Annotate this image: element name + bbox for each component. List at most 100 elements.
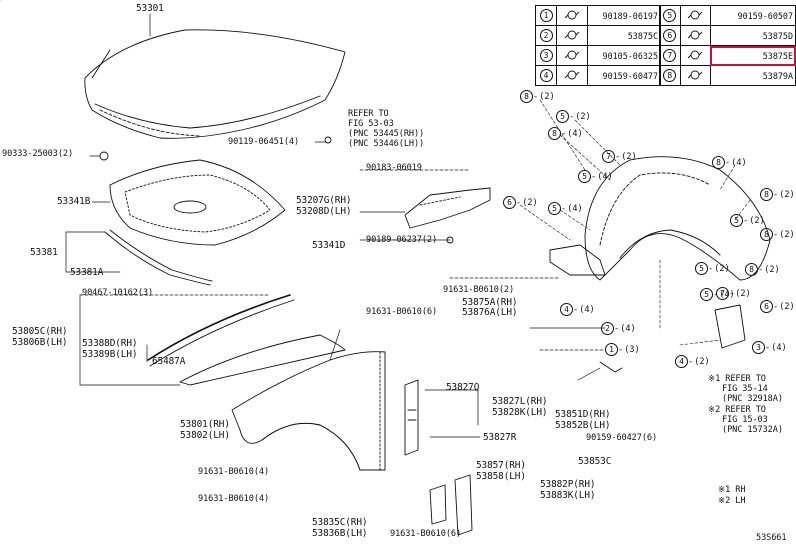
legend-part-cell: 90159-60507 <box>709 5 796 26</box>
callout-quantity: (2) <box>749 216 765 226</box>
callout: 6-(2) <box>503 196 538 209</box>
legend-number-cell: 5 <box>659 5 681 26</box>
label-53341b: 53341B <box>57 196 91 207</box>
callout-number: 5 <box>700 288 713 301</box>
callout-quantity: (2) <box>575 112 591 122</box>
label-refer-3: (PNC 53445(RH)) <box>348 129 425 139</box>
label-65487: 65487A <box>152 356 186 367</box>
callout: 8-(2) <box>760 188 795 201</box>
legend-number: 8 <box>663 69 677 82</box>
label-91631b: 91631-B0610(6) <box>366 307 438 317</box>
label-90119: 90119-06451(4) <box>228 137 300 147</box>
callout: 4-(2) <box>675 355 710 368</box>
legend-icon-cell <box>556 5 588 26</box>
label-53883: 53883K(LH) <box>540 490 596 501</box>
label-53835: 53835C(RH) <box>312 517 368 528</box>
label-53207: 53207G(RH) <box>296 195 352 206</box>
fastener-icon <box>687 50 703 59</box>
callout-quantity: (4) <box>567 204 583 214</box>
callout: 5-(2) <box>730 214 765 227</box>
legend-icon-cell <box>679 25 711 46</box>
legend-part-cell: 53875E <box>709 45 796 66</box>
fastener-icon <box>564 30 580 39</box>
note-2b: FIG 15-03 <box>722 415 768 425</box>
callout: 2-(4) <box>601 322 636 335</box>
callout: 1-(3) <box>605 343 640 356</box>
legend-part-number: 53875D <box>762 30 793 41</box>
callout-quantity: (2) <box>621 152 637 162</box>
label-53801: 53801(RH) <box>180 419 230 430</box>
callout: 5-(2) <box>556 110 591 123</box>
label-91631d: 91631-B0610(4) <box>198 494 270 504</box>
legend-number: 6 <box>663 29 677 42</box>
callout: 8-(2) <box>760 228 795 241</box>
callout-quantity: (2) <box>735 289 751 299</box>
callout-number: 8 <box>745 263 758 276</box>
callout-quantity: (2) <box>779 190 795 200</box>
fastener-icon <box>564 70 580 79</box>
note-lh: ※2 LH <box>718 496 746 506</box>
callout-number: 5 <box>730 214 743 227</box>
callout-quantity: (4) <box>579 305 595 315</box>
note-rh: ※1 RH <box>718 485 746 495</box>
label-53802: 53802(LH) <box>180 430 230 441</box>
legend-number-cell: 8 <box>659 65 681 86</box>
callout-number: 7 <box>602 150 615 163</box>
label-53388: 53388D(RH) <box>82 338 138 349</box>
legend-icon-cell <box>679 65 711 86</box>
legend-part-number: 53875E <box>762 50 793 61</box>
legend-number: 1 <box>539 9 553 22</box>
label-53208: 53208D(LH) <box>296 206 352 217</box>
callout-quantity: (4) <box>597 172 613 182</box>
diagram-code: 53S661 <box>756 533 787 543</box>
legend-number: 3 <box>539 49 553 62</box>
label-hood-seal: 90333-25003(2) <box>2 149 74 159</box>
legend-part-number: 53875C <box>627 30 658 41</box>
callout: 4-(4) <box>560 303 595 316</box>
callout: 8-(2) <box>520 90 555 103</box>
legend-icon-cell <box>679 5 711 26</box>
callout-number: 8 <box>712 156 725 169</box>
note-2a: ※2 REFER TO <box>708 405 766 415</box>
hood-outline <box>84 13 346 161</box>
legend-number-cell: 2 <box>535 25 557 46</box>
legend-number: 4 <box>539 69 553 82</box>
callout: 7-(2) <box>602 150 637 163</box>
label-53381: 53381 <box>30 247 58 258</box>
label-53827r: 53827R <box>483 432 517 443</box>
callout-number: 5 <box>548 202 561 215</box>
label-hood: 53301 <box>136 3 164 14</box>
callout-number: 7 <box>716 287 729 300</box>
label-53827l: 53827L(RH) <box>492 396 548 407</box>
legend-number-cell: 4 <box>535 65 557 86</box>
note-2c: (PNC 15732A) <box>722 425 783 435</box>
legend-row: 2 53875C <box>535 25 661 46</box>
callout-number: 4 <box>560 303 573 316</box>
label-90467: 90467-10162(3) <box>82 288 154 298</box>
label-53827q: 53827Q <box>446 382 480 393</box>
label-91631e: 91631-B0610(6) <box>390 529 462 539</box>
legend-part-cell: 53879A <box>709 65 796 86</box>
label-refer-4: (PNC 53446(LH)) <box>348 139 425 149</box>
callout-quantity: (2) <box>539 92 555 102</box>
fender-liner <box>449 156 771 381</box>
note-1b: FIG 35-14 <box>722 384 768 394</box>
label-53858: 53858(LH) <box>476 471 526 482</box>
fastener-icon <box>687 30 703 39</box>
callout-number: 6 <box>760 300 773 313</box>
legend-part-cell: 90159-60477 <box>587 65 661 86</box>
callout: 5-(2) <box>695 262 730 275</box>
legend-part-number: 90159-60507 <box>737 10 793 21</box>
hood-insulator <box>91 159 286 246</box>
callout-number: 6 <box>503 196 516 209</box>
legend-part-number: 90105-06325 <box>602 50 658 61</box>
callout-quantity: (4) <box>771 343 787 353</box>
callout-number: 3 <box>752 341 765 354</box>
legend-number-cell: 6 <box>659 25 681 46</box>
legend-part-cell: 53875C <box>587 25 661 46</box>
note-1c: (PNC 32918A) <box>722 394 783 404</box>
